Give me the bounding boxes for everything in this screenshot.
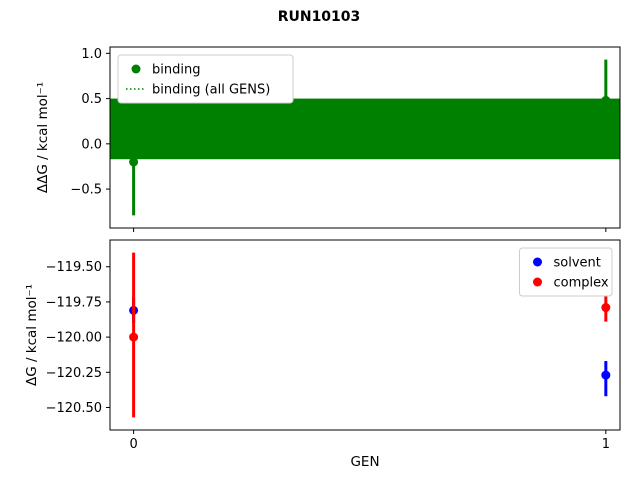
y-axis-label: ΔΔG / kcal mol⁻¹: [35, 82, 51, 193]
y-axis-label: ΔG / kcal mol⁻¹: [24, 284, 40, 386]
y-tick-label: 0.5: [81, 92, 102, 107]
legend-label: solvent: [554, 256, 601, 271]
y-tick-label: 0.0: [81, 137, 102, 152]
legend-box: [519, 247, 613, 297]
legend-label: complex: [554, 276, 609, 291]
series-binding: [129, 59, 611, 216]
legend: solvent complex: [519, 247, 613, 297]
legend-marker-dot: [533, 277, 542, 287]
data-point: [601, 370, 611, 380]
legend-label: binding (all GENS): [152, 83, 270, 98]
legend-marker-dot: [131, 64, 141, 74]
y-tick-label: −119.50: [46, 260, 102, 275]
y-tick-label: −120.25: [46, 366, 102, 381]
legend: binding binding (all GENS): [117, 54, 294, 104]
y-tick-label: −120.00: [46, 331, 102, 346]
legend-box: [117, 54, 294, 104]
y-tick-label: −119.75: [46, 295, 102, 310]
data-point: [601, 303, 611, 313]
legend-marker-dot: [533, 257, 542, 267]
axes-frame: [109, 46, 621, 229]
data-point: [601, 95, 611, 105]
legend-label: binding: [152, 63, 200, 78]
figure-title: RUN10103: [278, 9, 361, 25]
data-point: [129, 157, 139, 167]
data-point: [129, 332, 139, 342]
y-tick-label: −0.5: [70, 183, 102, 198]
axes-frame: [109, 239, 621, 431]
subplot-dg: −119.50 −119.75 −120.00 −120.25 −120.50 0 1 ΔG …: [24, 239, 621, 470]
x-axis-label: GEN: [350, 454, 379, 470]
y-tick-label: −120.50: [46, 401, 102, 416]
x-tick-label: 0: [129, 437, 137, 452]
x-tick-label: 1: [602, 437, 610, 452]
y-tick-label: 1.0: [81, 47, 102, 62]
